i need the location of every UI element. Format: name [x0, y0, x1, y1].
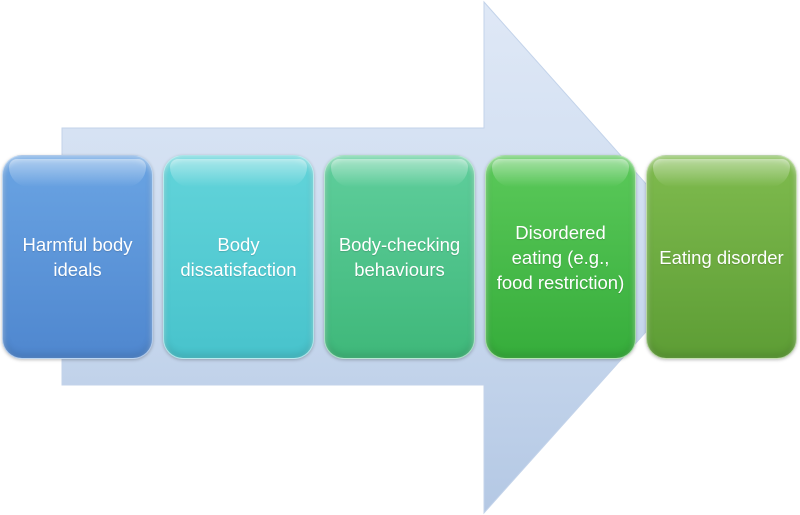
step-label: Disordered eating (e.g., food restrictio… [496, 221, 625, 293]
step-disordered-eating: Disordered eating (e.g., food restrictio… [485, 155, 636, 359]
step-harmful-body-ideals: Harmful body ideals [2, 155, 153, 359]
step-eating-disorder: Eating disorder [646, 155, 797, 359]
step-label: Body-checking behaviours [338, 234, 461, 280]
step-label: Body dissatisfaction [180, 234, 297, 280]
step-label: Eating disorder [659, 246, 784, 268]
step-body-dissatisfaction: Body dissatisfaction [163, 155, 314, 359]
step-body-checking-behaviours: Body-checking behaviours [324, 155, 475, 359]
step-label: Harmful body ideals [22, 234, 133, 280]
